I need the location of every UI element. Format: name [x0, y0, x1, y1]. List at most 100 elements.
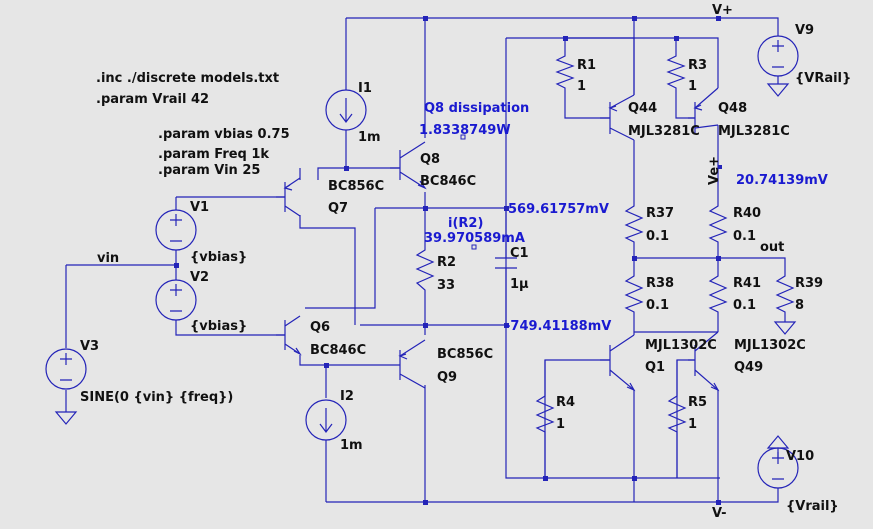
label-c1-value: 1µ — [510, 277, 529, 292]
transistor-q9[interactable] — [390, 339, 426, 389]
label-q48-model: MJL3281C — [718, 124, 790, 139]
label-r41-name: R41 — [733, 276, 761, 291]
directive-vin[interactable]: .param Vin 25 — [158, 163, 260, 178]
label-r2-value: 33 — [437, 278, 455, 293]
label-q7-name: Q7 — [328, 201, 348, 216]
ground-symbols — [54, 83, 797, 449]
label-q8-model: BC846C — [420, 174, 476, 189]
label-q9-model: BC856C — [437, 347, 493, 362]
voltage-source-v1[interactable] — [155, 209, 197, 251]
transistors — [276, 87, 720, 392]
directive-vrail[interactable]: .param Vrail 42 — [96, 92, 209, 107]
directive-freq[interactable]: .param Freq 1k — [158, 147, 269, 162]
label-v9-value: {VRail} — [795, 71, 851, 86]
label-r1-value: 1 — [577, 79, 586, 94]
capacitor-c1[interactable] — [495, 257, 517, 269]
label-q8-name: Q8 — [420, 152, 440, 167]
label-r39-name: R39 — [795, 276, 823, 291]
label-v1-name: V1 — [190, 200, 209, 215]
label-q1-name: Q1 — [645, 360, 665, 375]
voltage-source-v9[interactable] — [757, 35, 799, 77]
label-r1-name: R1 — [577, 58, 596, 73]
label-q48-name: Q48 — [718, 101, 747, 116]
current-source-i1[interactable] — [325, 89, 367, 131]
net-label-vplus: V+ — [712, 3, 733, 18]
label-r5-name: R5 — [688, 395, 707, 410]
label-v10-name: V10 — [786, 449, 814, 464]
junctions — [174, 16, 722, 505]
label-q44-name: Q44 — [628, 101, 657, 116]
net-label-veplus: Ve+ — [707, 156, 722, 185]
label-q6-model: BC846C — [310, 343, 366, 358]
label-v3-name: V3 — [80, 339, 99, 354]
probe-markers — [460, 134, 477, 250]
label-r40-name: R40 — [733, 206, 761, 221]
transistor-q8[interactable] — [390, 141, 427, 190]
label-r4-value: 1 — [556, 417, 565, 432]
directive-vbias[interactable]: .param vbias 0.75 — [158, 127, 290, 142]
meas-ir2-title: i(R2) — [448, 216, 483, 231]
label-c1-name: C1 — [510, 246, 529, 261]
label-r38-name: R38 — [646, 276, 674, 291]
transistor-q49[interactable] — [688, 331, 720, 392]
label-r37-name: R37 — [646, 206, 674, 221]
label-v3-value: SINE(0 {vin} {freq}) — [80, 390, 233, 405]
resistor-r5 — [667, 390, 687, 440]
transistor-q1[interactable] — [600, 334, 636, 392]
label-i1-value: 1m — [358, 130, 381, 145]
label-i2-value: 1m — [340, 438, 363, 453]
transistor-q44[interactable] — [600, 94, 635, 141]
label-r41-value: 0.1 — [733, 298, 756, 313]
voltage-source-v2[interactable] — [155, 279, 197, 321]
label-r39-value: 8 — [795, 298, 804, 313]
meas-veplus-voltage: 20.74139mV — [736, 173, 828, 188]
label-r3-name: R3 — [688, 58, 707, 73]
label-r4-name: R4 — [556, 395, 575, 410]
label-i2-name: I2 — [340, 389, 354, 404]
label-v1-value: {vbias} — [190, 250, 247, 265]
meas-node-bottom-voltage: -749.41188mV — [505, 319, 611, 334]
label-v9-name: V9 — [795, 23, 814, 38]
label-q1-model: MJL1302C — [645, 338, 717, 353]
label-q49-name: Q49 — [734, 360, 763, 375]
label-r38-value: 0.1 — [646, 298, 669, 313]
resistor-r4 — [535, 390, 555, 440]
resistor-r38 — [624, 270, 644, 315]
net-label-out: out — [760, 240, 784, 255]
resistors — [415, 48, 795, 478]
label-i1-name: I1 — [358, 81, 372, 96]
resistor-r40 — [708, 200, 728, 245]
net-label-vin: vin — [97, 251, 119, 266]
meas-ir2-value: 39.970589mA — [424, 231, 525, 246]
label-q7-model: BC856C — [328, 179, 384, 194]
label-q49-model: MJL1302C — [734, 338, 806, 353]
net-label-vminus: V- — [712, 506, 727, 521]
label-r2-name: R2 — [437, 255, 456, 270]
directive-inc[interactable]: .inc ./discrete models.txt — [96, 71, 279, 86]
label-v10-value: {Vrail} — [786, 499, 839, 514]
label-r3-value: 1 — [688, 79, 697, 94]
resistor-r37 — [624, 200, 644, 245]
label-q6-name: Q6 — [310, 320, 330, 335]
current-source-i2[interactable] — [305, 399, 347, 441]
label-v2-name: V2 — [190, 270, 209, 285]
voltage-source-v3[interactable] — [45, 348, 87, 390]
label-q9-name: Q9 — [437, 370, 457, 385]
resistor-r1 — [555, 48, 575, 98]
label-q44-model: MJL3281C — [628, 124, 700, 139]
label-r5-value: 1 — [688, 417, 697, 432]
transistor-q7[interactable] — [276, 177, 301, 217]
resistor-r2 — [415, 240, 435, 300]
label-r40-value: 0.1 — [733, 229, 756, 244]
meas-node-top-voltage: 569.61757mV — [508, 202, 609, 217]
meas-q8-dissipation-title: Q8 dissipation — [424, 101, 529, 116]
transistor-q48[interactable] — [688, 87, 719, 134]
resistor-r41 — [708, 270, 728, 315]
resistor-r3 — [666, 48, 686, 98]
wires — [65, 17, 786, 503]
meas-q8-dissipation-value: 1.8338749W — [419, 123, 511, 138]
transistor-q6[interactable] — [276, 315, 302, 356]
resistor-r39 — [775, 270, 795, 315]
